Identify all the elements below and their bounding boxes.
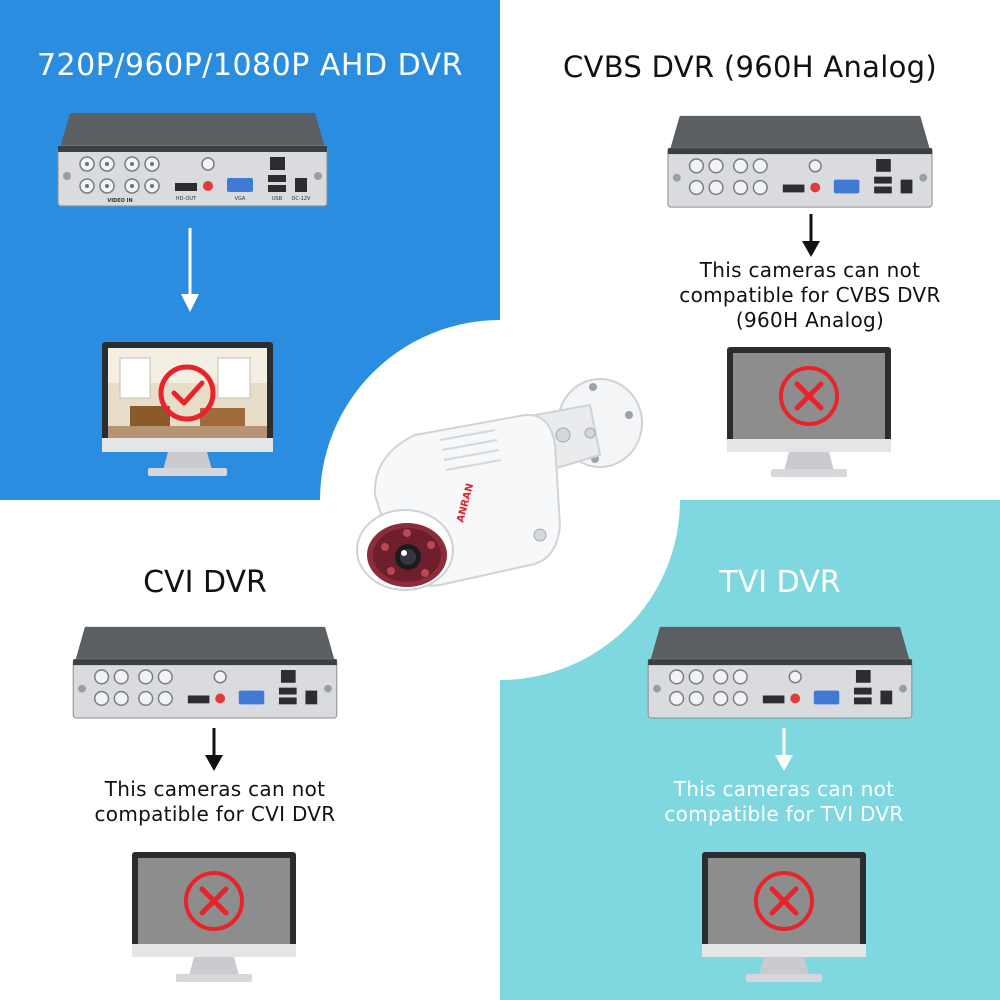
ahd-title: 720P/960P/1080P AHD DVR bbox=[36, 48, 464, 83]
cross-circle-icon bbox=[754, 871, 814, 931]
cvi-monitor bbox=[132, 852, 296, 982]
bullet-camera: ANRAN bbox=[356, 378, 643, 591]
hd-out-label: HD-OUT bbox=[176, 196, 197, 202]
cvbs-title: CVBS DVR (960H Analog) bbox=[563, 50, 937, 84]
check-circle-icon bbox=[158, 364, 216, 422]
cross-circle-icon bbox=[184, 871, 244, 931]
cvi-dvr-recorder bbox=[72, 626, 338, 719]
arrow-down-icon bbox=[205, 728, 223, 771]
tvi-title: TVI DVR bbox=[719, 565, 841, 600]
ahd-dvr-recorder: VIDEO IN HD-OUT VGA USB DC-12V bbox=[57, 113, 328, 207]
arrow-down-icon bbox=[775, 728, 793, 771]
cross-circle-icon bbox=[779, 366, 839, 426]
cvbs-dvr-recorder bbox=[667, 115, 933, 208]
cvi-title: CVI DVR bbox=[143, 565, 267, 600]
power-label: DC-12V bbox=[292, 196, 312, 202]
tvi-dvr-recorder bbox=[647, 626, 913, 719]
cvbs-caption: This cameras can not compatible for CVBS… bbox=[679, 258, 941, 332]
tvi-monitor bbox=[702, 852, 866, 982]
arrow-down-icon bbox=[181, 228, 199, 312]
video-in-label: VIDEO IN bbox=[107, 198, 132, 204]
cvi-caption: This cameras can not compatible for CVI … bbox=[94, 777, 336, 826]
arrow-down-icon bbox=[802, 214, 820, 257]
usb-label: USB bbox=[272, 196, 283, 202]
vga-label: VGA bbox=[235, 196, 246, 202]
tvi-caption: This cameras can not compatible for TVI … bbox=[664, 777, 904, 826]
ahd-monitor bbox=[102, 342, 273, 476]
cvbs-monitor bbox=[727, 347, 891, 477]
